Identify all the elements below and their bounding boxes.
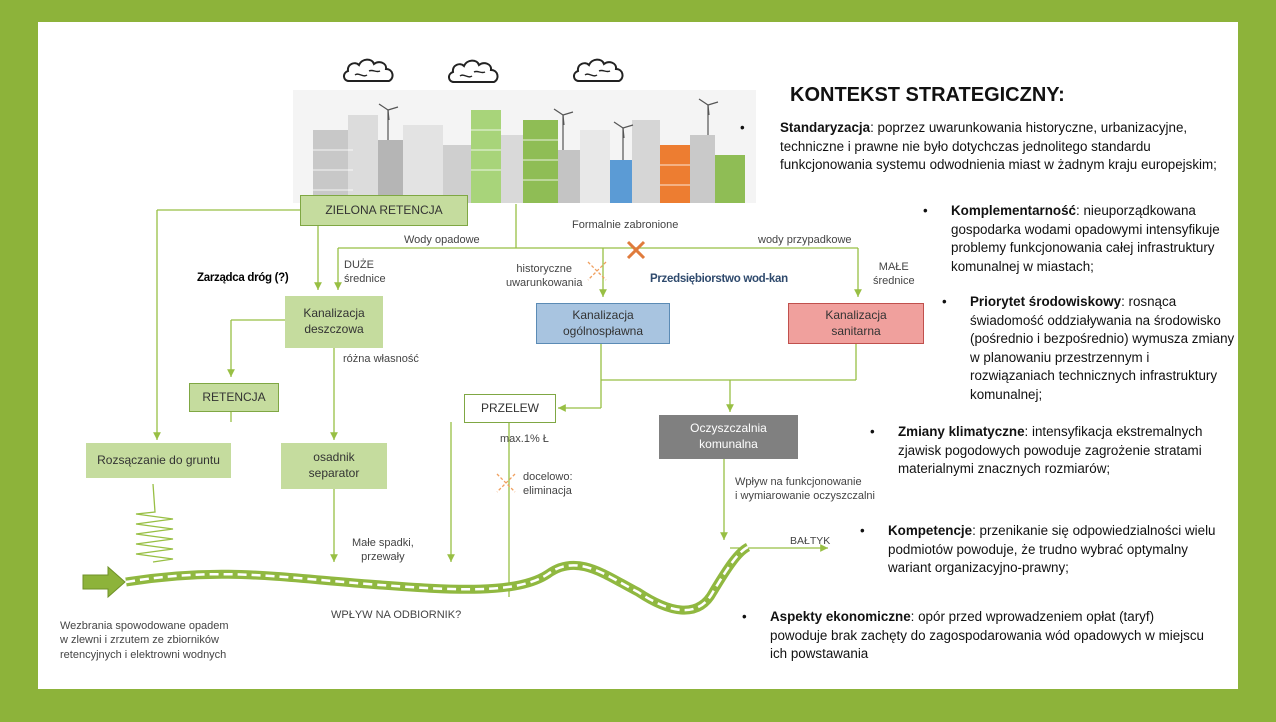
formalnie-label: Formalnie zabronione bbox=[572, 219, 679, 231]
spring-icon bbox=[135, 483, 174, 563]
slide: ZIELONA RETENCJA Kanalizacja deszczowa K… bbox=[38, 22, 1238, 689]
zarzadca-label: Zarządca dróg (?) bbox=[197, 272, 289, 284]
bullet-dot-icon: • bbox=[923, 203, 928, 218]
max-label: max.1% Ł bbox=[500, 433, 549, 445]
rozna-wlasnosc-label: różna własność bbox=[343, 353, 419, 365]
duze-srednice-label: DUŻE średnice bbox=[344, 259, 386, 286]
context-title: KONTEKST STRATEGICZNY: bbox=[790, 84, 1065, 106]
cross-icon bbox=[496, 261, 607, 493]
baltyk-label: BAŁTYK bbox=[790, 535, 831, 547]
rozsaczanie-box: Rozsączanie do gruntu bbox=[86, 443, 231, 478]
cross-icon bbox=[626, 240, 646, 260]
przedsiebiorstwo-label: Przedsiębiorstwo wod-kan bbox=[650, 273, 788, 285]
kanalizacja-sanitarna-box: Kanalizacja sanitarna bbox=[788, 303, 924, 344]
wezbrania-label: Wezbrania spowodowane opadem w zlewni i … bbox=[60, 620, 229, 661]
context-bullet: •Standaryzacja: poprzez uwarunkowania hi… bbox=[740, 120, 1217, 172]
male-spadki-label: Małe spadki, przewały bbox=[352, 537, 414, 564]
context-bullet: •Kompetencje: przenikanie się odpowiedzi… bbox=[860, 523, 1216, 575]
arrow-right-icon bbox=[82, 565, 126, 599]
city-illustration-icon bbox=[293, 90, 756, 203]
retencja-box: RETENCJA bbox=[189, 383, 279, 412]
kanalizacja-ogolnosplawna-box: Kanalizacja ogólnospławna bbox=[536, 303, 670, 344]
context-bullet: •Priorytet środowiskowy: rosnąca świadom… bbox=[942, 294, 1235, 402]
cloud-icon bbox=[573, 58, 624, 82]
male-srednice-label: MAŁE średnice bbox=[873, 261, 915, 288]
kanalizacja-deszczowa-box: Kanalizacja deszczowa bbox=[285, 296, 383, 348]
connectors bbox=[82, 204, 862, 615]
wody-opadowe-label: Wody opadowe bbox=[404, 234, 480, 246]
bullet-dot-icon: • bbox=[870, 424, 875, 439]
bullet-dot-icon: • bbox=[942, 294, 947, 309]
context-bullet: •Zmiany klimatyczne: intensyfikacja ekst… bbox=[870, 424, 1203, 476]
bullet-dot-icon: • bbox=[860, 523, 865, 538]
docelowo-label: docelowo: eliminacja bbox=[523, 471, 573, 498]
context-bullet: •Komplementarność: nieuporządkowana gosp… bbox=[923, 203, 1220, 274]
zielona-retencja-box: ZIELONA RETENCJA bbox=[300, 195, 468, 226]
bullet-dot-icon: • bbox=[740, 120, 745, 135]
historyczne-label: historyczne uwarunkowania bbox=[506, 263, 583, 290]
przelew-box: PRZELEW bbox=[464, 394, 556, 423]
wplyw-odbiornik-label: WPŁYW NA ODBIORNIK? bbox=[331, 609, 462, 621]
oczyszczalnia-box: Oczyszczalnia komunalna bbox=[659, 415, 798, 459]
context-bullet: •Aspekty ekonomiczne: opór przed wprowad… bbox=[742, 609, 1204, 661]
cloud-icon bbox=[448, 59, 499, 83]
wplyw-oczyszczalnia-label: Wpływ na funkcjonowanie i wymiarowanie o… bbox=[735, 476, 875, 503]
wody-przypadkowe-label: wody przypadkowe bbox=[758, 234, 852, 246]
osadnik-box: osadnik separator bbox=[281, 443, 387, 489]
river-icon bbox=[125, 542, 751, 615]
cloud-icon bbox=[343, 58, 394, 82]
bullet-dot-icon: • bbox=[742, 609, 747, 624]
